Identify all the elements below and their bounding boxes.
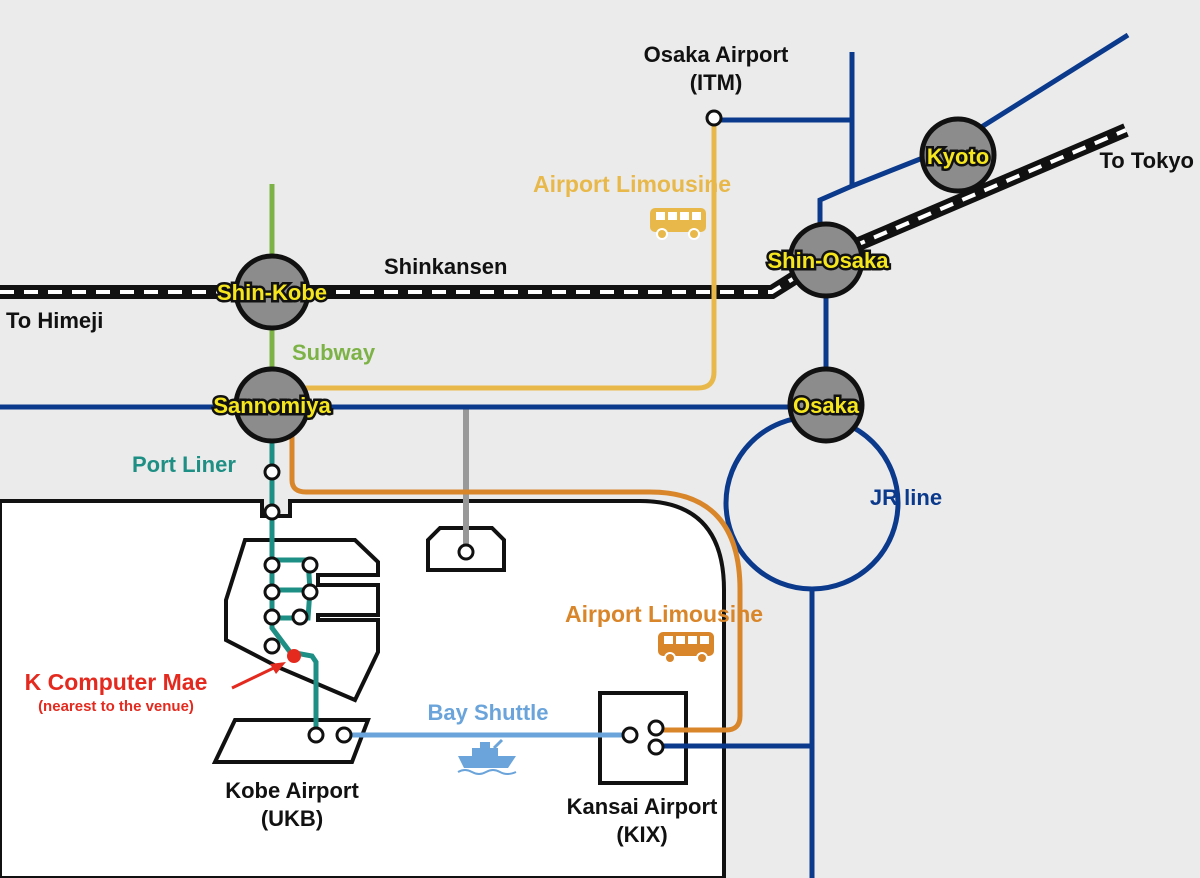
osaka-airport-label: Osaka Airport — [644, 42, 789, 67]
kansai-airport-stop-1 — [621, 726, 639, 744]
nearest-note-label: (nearest to the venue) — [38, 698, 194, 715]
ship-icon — [457, 738, 517, 775]
port-liner-stop-8 — [291, 608, 309, 626]
port-liner-stop-2 — [263, 503, 281, 521]
limousine-bottom-label: Airport Limousine — [565, 601, 763, 627]
osaka-airport-code: (ITM) — [690, 70, 743, 95]
bus-icon — [650, 208, 706, 240]
to-himeji-label: To Himeji — [6, 308, 103, 333]
jr-line-label: JR line — [870, 485, 942, 510]
k-computer-mae-stop — [287, 649, 301, 663]
port-liner-stop-7 — [263, 608, 281, 626]
port-liner-stop-4 — [301, 556, 319, 574]
bay-shuttle-label: Bay Shuttle — [427, 700, 548, 725]
kyoto-label: Kyoto — [927, 144, 989, 169]
port-liner-stop-9 — [263, 637, 281, 655]
k-computer-mae-label: K Computer Mae — [25, 669, 208, 695]
shin-osaka-label: Shin-Osaka — [767, 248, 889, 273]
port-liner-stop-5 — [263, 583, 281, 601]
shin-kobe-station — [233, 253, 311, 331]
limousine-kix-route — [289, 430, 743, 733]
kobe-airport-stop-2 — [335, 726, 353, 744]
kansai-airport-stop-3 — [647, 738, 665, 756]
major-stations — [233, 116, 997, 444]
kansai-airport-code: (KIX) — [616, 822, 667, 847]
port-liner-stop-3 — [263, 556, 281, 574]
pier-stop — [457, 543, 475, 561]
subway-label: Subway — [292, 340, 376, 365]
port-liner-stop-1 — [263, 463, 281, 481]
port-liner-label: Port Liner — [132, 452, 236, 477]
shinkansen-label: Shinkansen — [384, 254, 507, 279]
arrow-icon — [231, 662, 286, 690]
kobe-airport-stop-1 — [307, 726, 325, 744]
kobe-airport-label: Kobe Airport — [225, 778, 359, 803]
bus-icon — [658, 632, 714, 664]
kansai-airport-label: Kansai Airport — [567, 794, 718, 819]
to-tokyo-label: To Tokyo — [1099, 148, 1194, 173]
osaka-airport-stop — [705, 109, 723, 127]
osaka-station — [787, 366, 865, 444]
kansai-airport-stop-2 — [647, 719, 665, 737]
kyoto-station — [919, 116, 997, 194]
limousine-itm-route — [300, 120, 717, 391]
shin-kobe-label: Shin-Kobe — [217, 280, 327, 305]
stops — [263, 109, 723, 756]
port-liner-stop-6 — [301, 583, 319, 601]
osaka-label: Osaka — [793, 393, 860, 418]
limousine-top-label: Airport Limousine — [533, 171, 731, 197]
kobe-airport-code: (UKB) — [261, 806, 323, 831]
shin-osaka-station — [787, 221, 865, 299]
sannomiya-label: Sannomiya — [213, 393, 331, 418]
sannomiya-station — [233, 366, 311, 444]
kansai-airport-island — [598, 691, 688, 785]
kobe-airport-island — [211, 718, 371, 764]
